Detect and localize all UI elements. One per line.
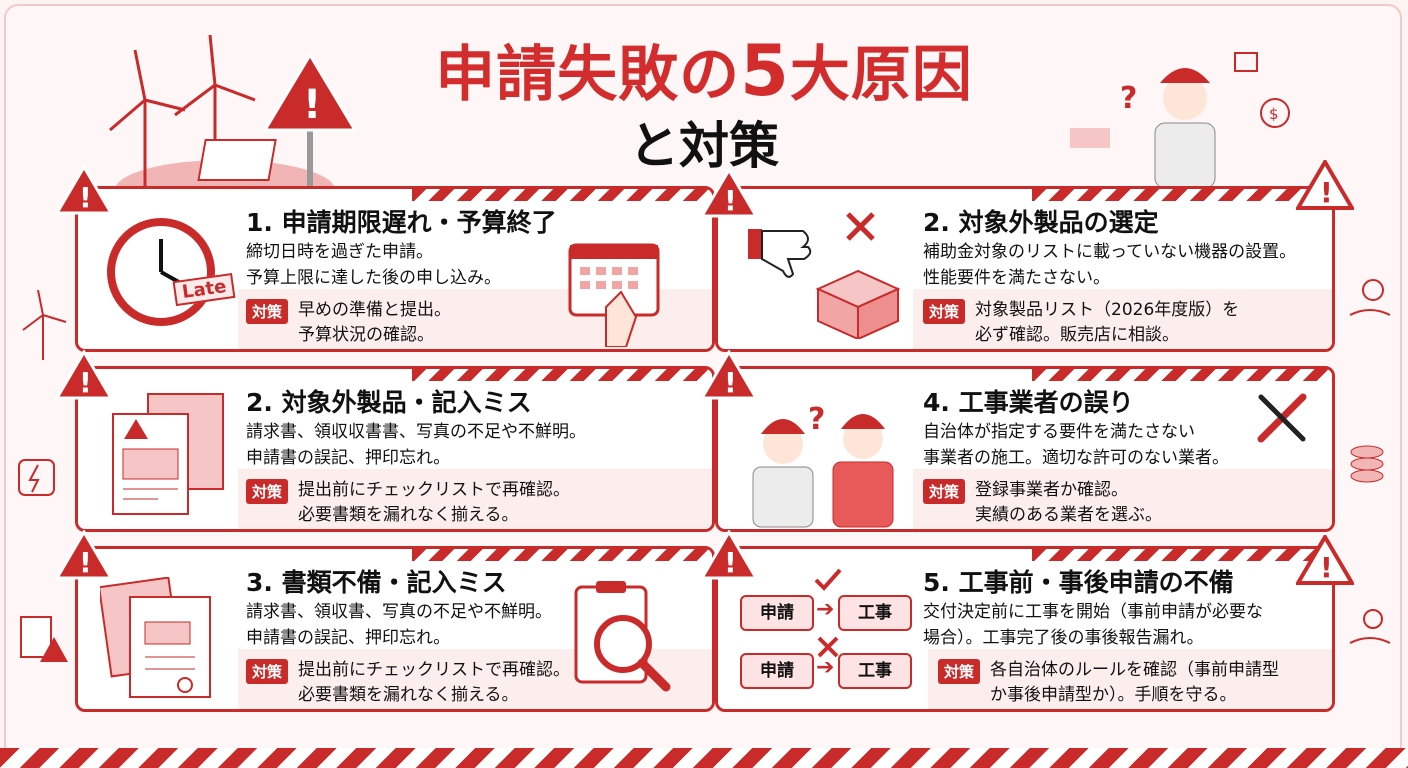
card-desc-2: 予算上限に達した後の申し込み。 xyxy=(246,268,501,288)
card-document-defect: 3. 書類不備・記入ミス 請求書、領収書、写真の不足や不鮮明。 申請書の誤記、押… xyxy=(75,546,715,712)
battery-charge-icon xyxy=(18,459,55,496)
torn-documents-icon xyxy=(100,577,211,698)
thumbs-down-box-icon xyxy=(748,212,901,339)
card-desc-2: 性能要件を満たさない。 xyxy=(923,268,1110,288)
card-desc-2: 事業者の施工。適切な許可のない業者。 xyxy=(923,448,1229,468)
card-desc-2: 申請書の誤記、押印忘れ。 xyxy=(246,628,451,648)
warning-icon: ! xyxy=(55,165,113,215)
svg-text:!: ! xyxy=(79,366,92,399)
countermeasure-tag: 対策 xyxy=(246,659,289,684)
flow-apply-box: 申請 xyxy=(740,653,814,689)
arrow-right-icon: ➔ xyxy=(816,655,835,680)
svg-text:!: ! xyxy=(79,546,92,579)
warning-icon: ! xyxy=(1296,160,1354,210)
hand-coin-icon xyxy=(1349,279,1391,316)
countermeasure-2: 必要書類を漏れなく揃える。 xyxy=(298,505,519,525)
flow-construction-box: 工事 xyxy=(838,595,912,631)
card-desc-1: 補助金対象のリストに載っていない機器の設置。 xyxy=(923,242,1297,262)
card-desc-1: 請求書、領収書、写真の不足や不鮮明。 xyxy=(246,602,552,622)
countermeasure-2: か事後申請型か）。手順を守る。 xyxy=(990,685,1237,705)
svg-text:$: $ xyxy=(1269,105,1279,123)
card-desc-1: 請求書、領収収書書、写真の不足や不鮮明。 xyxy=(246,422,586,442)
card-desc-1: 自治体が指定する要件を満たさない xyxy=(923,422,1195,442)
document-warning-icon xyxy=(20,616,68,662)
wind-turbine-icon xyxy=(22,290,67,360)
card-deadline: Late 1. 申請期限遅れ・予算終了 締切日時を過ぎた申請。 予算上限に達した… xyxy=(75,186,715,352)
svg-text:!: ! xyxy=(724,366,737,399)
main-title: 申請失敗の5大原因 xyxy=(435,30,973,112)
arrow-right-icon: ➔ xyxy=(816,597,835,622)
card-product-entry-error: 2. 対象外製品・記入ミス 請求書、領収収書書、写真の不足や不鮮明。 申請書の誤… xyxy=(75,366,715,532)
hand-coin-icon xyxy=(1349,609,1391,644)
svg-text:!: ! xyxy=(79,181,92,214)
warning-icon: ! xyxy=(700,350,758,400)
cross-icon xyxy=(817,636,839,658)
worker-question-illustration: ? $ xyxy=(1070,52,1290,188)
countermeasure-tag: 対策 xyxy=(246,479,289,504)
warning-icon: ! xyxy=(55,530,113,580)
card-title: 1. 申請期限遅れ・予算終了 xyxy=(246,208,557,237)
svg-text:!: ! xyxy=(724,546,737,579)
countermeasure-1: 各自治体のルールを確認（事前申請型 xyxy=(990,660,1279,680)
card-desc-2: 申請書の誤記、押印忘れ。 xyxy=(246,448,451,468)
svg-text:!: ! xyxy=(303,82,321,128)
card-desc-2: 場合）。工事完了後の事後報告漏れ。 xyxy=(923,628,1204,648)
document-error-icon xyxy=(112,393,224,515)
countermeasure-tag: 対策 xyxy=(923,479,966,504)
card-title: 4. 工事業者の誤り xyxy=(923,388,1134,417)
countermeasure-1: 登録事業者か確認。 xyxy=(975,480,1128,500)
warning-icon: ! xyxy=(55,350,113,400)
card-contractor-error: ? 4. 工事業者の誤り 自治体が指定する要件を満たさない 事業者の施工。適切な… xyxy=(715,366,1335,532)
flow-apply-box: 申請 xyxy=(740,595,814,631)
card-pre-post-application: 申請 ➔ 工事 申請 ➔ 工事 5. 工事前・事後申請の不備 交付決定前に工事を… xyxy=(715,546,1335,712)
countermeasure-tag: 対策 xyxy=(938,659,981,684)
flow-construction-box: 工事 xyxy=(838,653,912,689)
clipboard-magnifier-icon xyxy=(574,581,671,692)
card-title: 3. 書類不備・記入ミス xyxy=(246,568,507,597)
countermeasure-1: 提出前にチェックリストで再確認。 xyxy=(298,480,570,500)
tools-icon xyxy=(1257,393,1307,443)
countermeasure-2: 必要書類を漏れなく揃える。 xyxy=(298,685,519,705)
countermeasure-2: 必ず確認。販売店に相談。 xyxy=(975,325,1179,345)
card-desc-1: 交付決定前に工事を開始（事前申請が必要な xyxy=(923,602,1263,622)
card-title: 2. 対象外製品・記入ミス xyxy=(246,388,532,417)
bottom-hazard-stripe xyxy=(0,748,1408,768)
calendar-icon xyxy=(568,243,660,347)
subtitle: と対策 xyxy=(629,117,779,175)
svg-text:!: ! xyxy=(724,184,737,217)
countermeasure-2: 実績のある業者を選ぶ。 xyxy=(975,505,1162,525)
wind-turbine-solar-illustration: ! xyxy=(109,34,358,190)
card-desc-1: 締切日時を過ぎた申請。 xyxy=(246,242,433,262)
countermeasure-1: 早めの準備と提出。 xyxy=(298,300,451,320)
card-title: 5. 工事前・事後申請の不備 xyxy=(923,568,1234,597)
countermeasure-1: 対象製品リスト（2026年度版）を xyxy=(975,300,1240,320)
svg-text:!: ! xyxy=(1320,176,1333,209)
svg-text:?: ? xyxy=(1120,81,1137,116)
clock-icon xyxy=(107,218,215,326)
countermeasure-tag: 対策 xyxy=(923,299,966,324)
confused-workers-icon: ? xyxy=(752,402,894,528)
svg-text:!: ! xyxy=(1320,551,1333,584)
check-icon xyxy=(814,568,842,591)
card-title: 2. 対象外製品の選定 xyxy=(923,208,1159,237)
warning-icon: ! xyxy=(1296,535,1354,585)
warning-icon: ! xyxy=(700,168,758,218)
countermeasure-tag: 対策 xyxy=(246,299,289,324)
countermeasure-1: 提出前にチェックリストで再確認。 xyxy=(298,660,570,680)
coin-stack-icon xyxy=(1350,445,1384,483)
warning-icon: ! xyxy=(700,530,758,580)
svg-text:?: ? xyxy=(808,402,825,437)
card-non-eligible-product: 2. 対象外製品の選定 補助金対象のリストに載っていない機器の設置。 性能要件を… xyxy=(715,186,1335,352)
countermeasure-2: 予算状況の確認。 xyxy=(298,325,434,345)
